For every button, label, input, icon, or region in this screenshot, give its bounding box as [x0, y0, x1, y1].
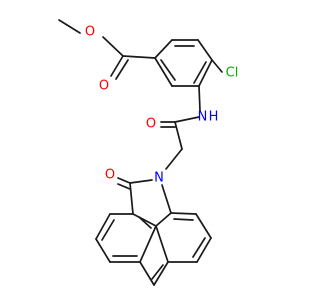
bond-o-carbonyl [102, 36, 124, 57]
bond-ring1-d-inner [193, 61, 207, 84]
structure-canvas: O O Cl N H O N O [58, 19, 238, 286]
bond-n-c8a [161, 184, 172, 214]
atom-o-amide: O [146, 117, 156, 132]
bond-ring-cl [211, 59, 223, 73]
bond-bottom-b-inner [151, 264, 164, 280]
bond-left-b [95, 213, 111, 240]
atom-o-lactam: O [105, 168, 115, 183]
molecule-diagram: O O Cl N H O N O [58, 19, 238, 286]
bond-right-e [155, 225, 169, 263]
bond-ring1-a [154, 39, 173, 59]
bond-ring1-f [154, 57, 173, 87]
bond-right-b [195, 213, 212, 239]
bond-ch2-n [165, 148, 183, 170]
bond-carbonyl-o-a [110, 55, 124, 77]
bond-right-c [196, 237, 212, 263]
bond-n-co [129, 179, 153, 184]
bond-co-c2a [129, 182, 134, 215]
bond-carbonyl-ch2 [174, 121, 183, 150]
bond-c8a-c8b [155, 212, 172, 227]
bond-nh-carbonyl [174, 116, 200, 123]
bond-right-a [170, 212, 197, 215]
bond-left-e-inner [138, 216, 152, 229]
atom-cl: Cl [226, 66, 239, 81]
bond-methyl-o [58, 19, 81, 34]
atom-nh: N H [198, 110, 219, 125]
bond-bottom-b [153, 261, 169, 286]
bond-lactam-o-a [117, 177, 131, 184]
bond-left-b-inner [101, 219, 115, 241]
bond-bottom-a [139, 261, 155, 286]
atom-n-ring: N [154, 171, 164, 186]
atom-labels: O O Cl N H O N O [85, 25, 238, 186]
bond-left-e [139, 225, 157, 263]
bond-carbonyl-ring [122, 55, 156, 59]
bond-c2a-c8b [132, 213, 157, 227]
bond-ring1-d [198, 59, 213, 87]
bond-ring1-f-inner [160, 59, 176, 81]
bond-ring-nh [198, 85, 201, 112]
bond-left-c [95, 238, 111, 263]
atom-o-ester-double: O [99, 79, 109, 94]
bond-ring1-c [197, 39, 213, 61]
bonds [58, 19, 223, 286]
atom-o-ester-single: O [85, 25, 95, 40]
bond-right-a-inner [173, 218, 194, 221]
bond-carbonyl-o-b [115, 59, 129, 80]
bond-right-c-inner [192, 237, 206, 258]
bond-lactam-o-b [117, 183, 131, 190]
